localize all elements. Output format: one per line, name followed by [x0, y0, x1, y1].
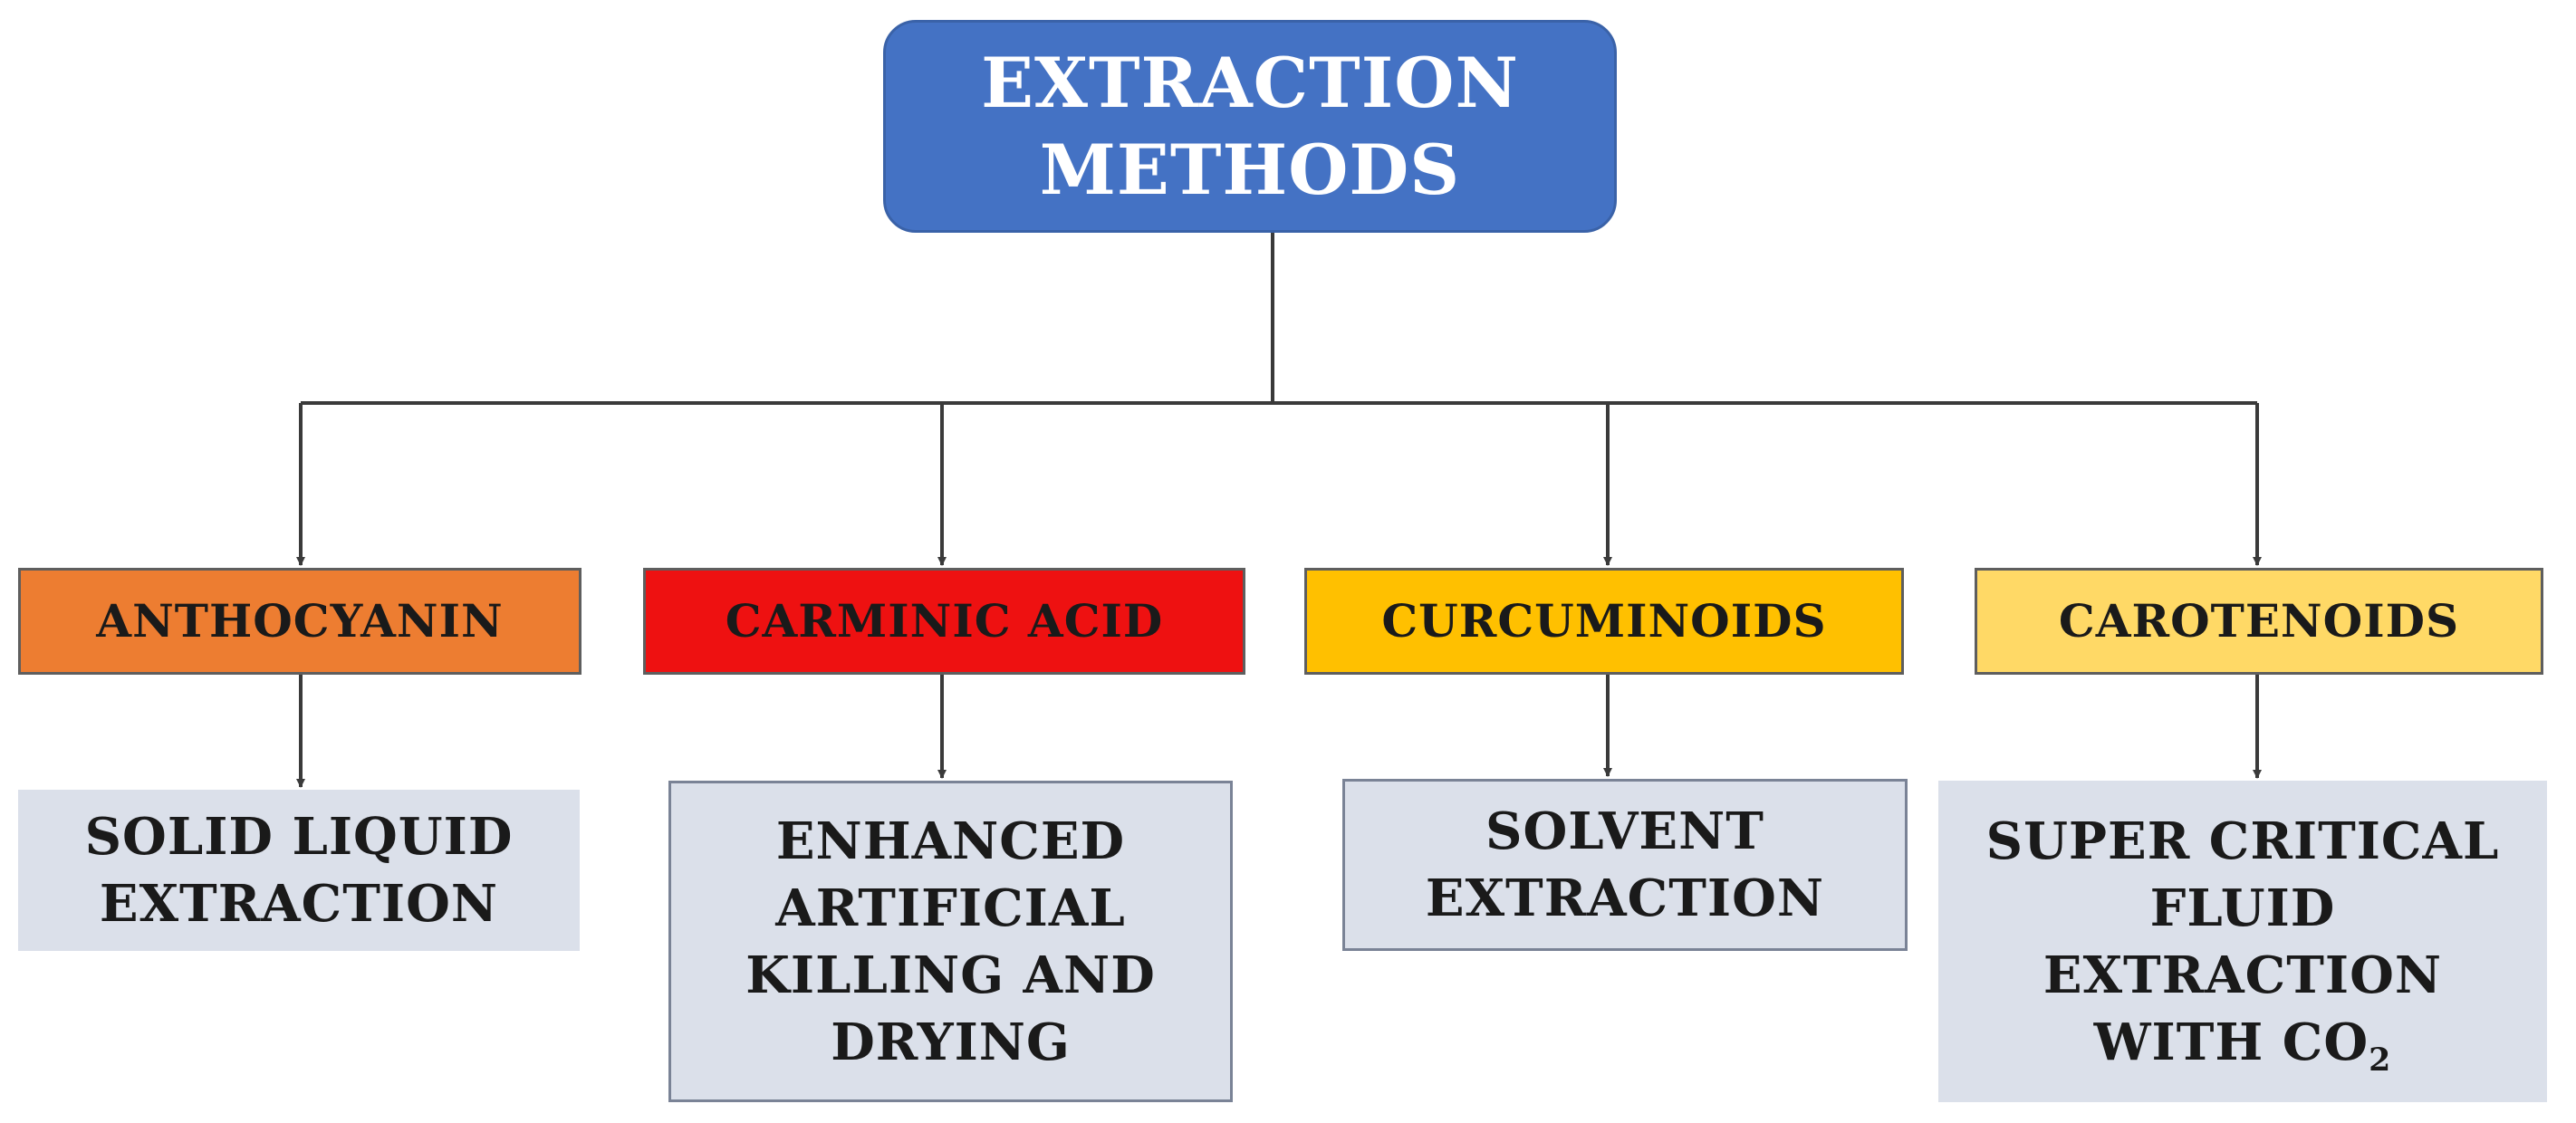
method-line: FLUID [2149, 878, 2336, 938]
method-line: SOLVENT [1485, 801, 1764, 861]
category-label: CAROTENOIDS [2058, 594, 2460, 648]
root-title-line-1: EXTRACTION [981, 42, 1519, 123]
method-line: KILLING AND [745, 945, 1156, 1005]
co2-subscript: 2 [2369, 1041, 2392, 1079]
method-line: SUPER CRITICAL [1985, 811, 2500, 871]
category-label: CURCUMINOIDS [1381, 594, 1827, 648]
method-line-with-subscript: WITH CO2 [1986, 1009, 2500, 1076]
method-line: EXTRACTION [2043, 945, 2443, 1005]
category-anthocyanin: ANTHOCYANIN [18, 568, 582, 675]
root-node-extraction-methods: EXTRACTION METHODS [883, 20, 1617, 233]
method-line: EXTRACTION [1425, 869, 1825, 928]
method-solvent-extraction: SOLVENT EXTRACTION [1342, 779, 1908, 951]
category-carotenoids: CAROTENOIDS [1975, 568, 2543, 675]
method-line: SOLID LIQUID [84, 807, 514, 867]
root-title-line-2: METHODS [1039, 129, 1461, 210]
method-line: EXTRACTION [99, 874, 499, 934]
category-curcuminoids: CURCUMINOIDS [1304, 568, 1904, 675]
method-line: ENHANCED [775, 811, 1126, 871]
category-label: ANTHOCYANIN [96, 594, 504, 648]
method-line: ARTIFICIAL [775, 878, 1126, 938]
method-line: DRYING [831, 1012, 1071, 1072]
method-line-text: WITH CO [2093, 1012, 2369, 1072]
category-carminic-acid: CARMINIC ACID [643, 568, 1245, 675]
method-solid-liquid-extraction: SOLID LIQUID EXTRACTION [18, 790, 580, 951]
method-supercritical-fluid-extraction-co2: SUPER CRITICAL FLUID EXTRACTION WITH CO2 [1938, 781, 2547, 1102]
method-enhanced-artificial-killing-and-drying: ENHANCED ARTIFICIAL KILLING AND DRYING [668, 781, 1233, 1102]
category-label: CARMINIC ACID [725, 594, 1164, 648]
